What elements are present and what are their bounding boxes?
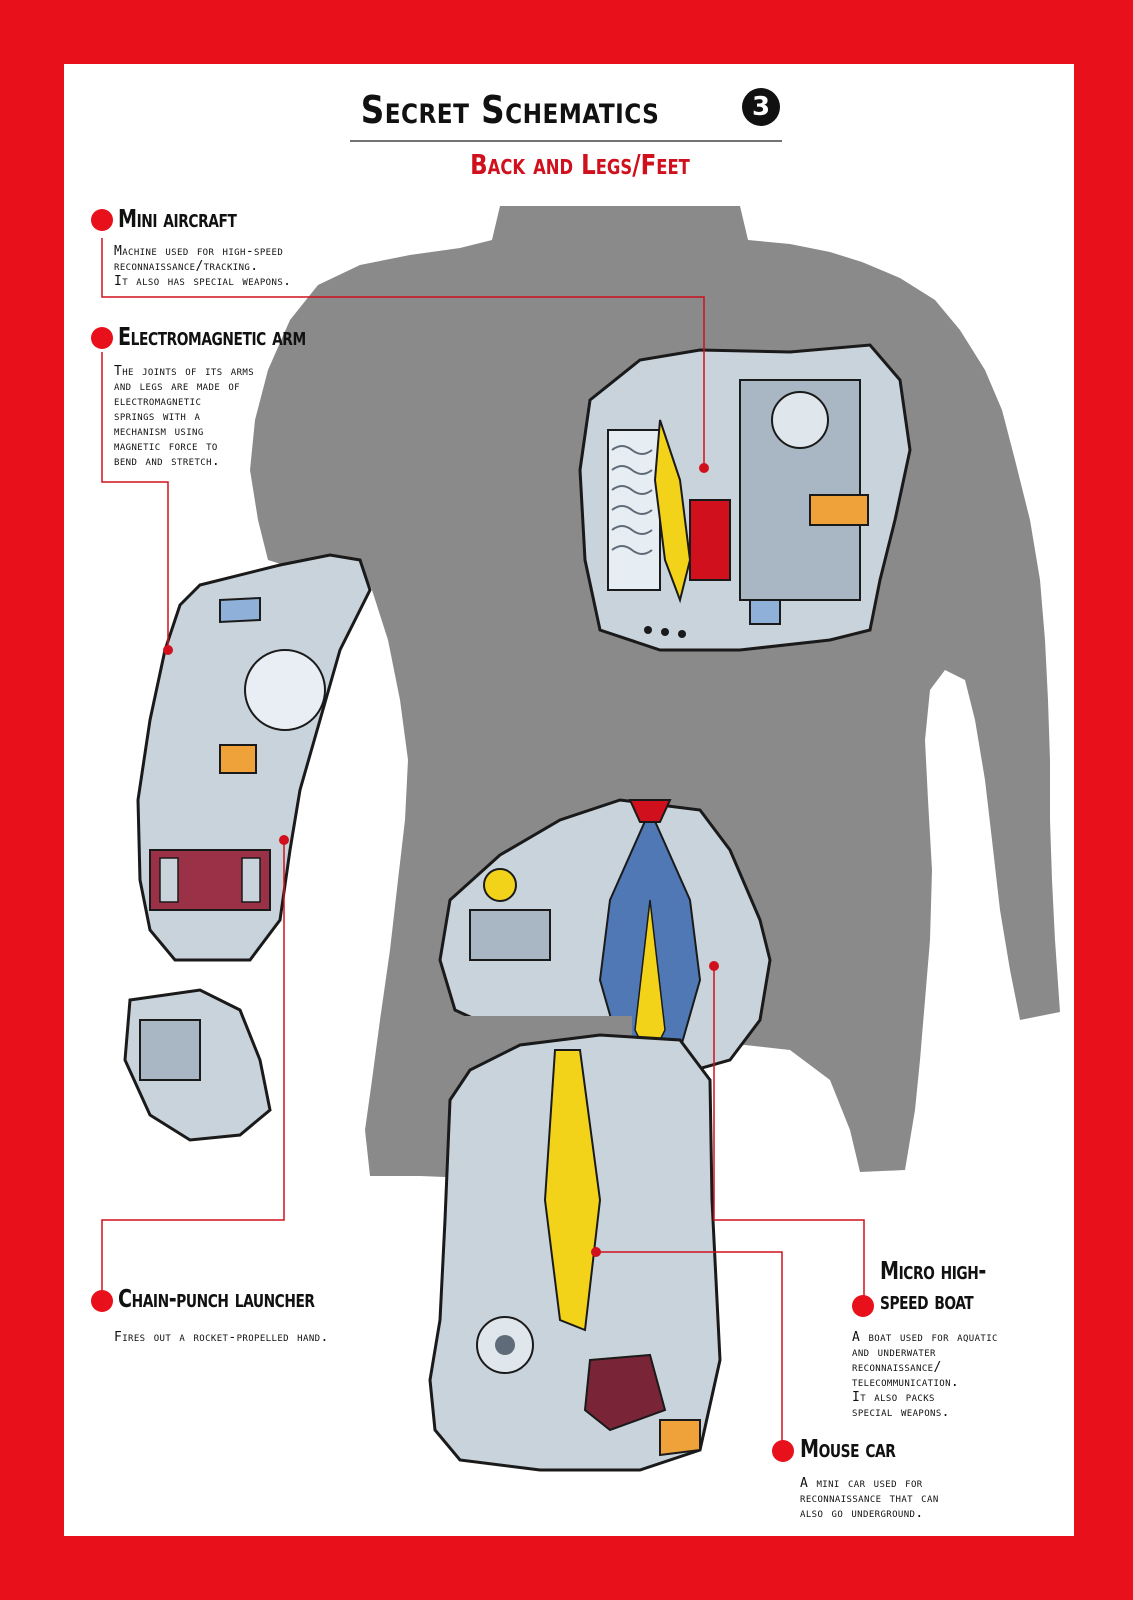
bullet-dot-electromagnetic-arm — [91, 327, 113, 349]
bullet-dot-chain-punch-launcher — [91, 1290, 113, 1312]
leader-endpoints — [163, 463, 719, 1257]
callout-text-micro-boat: A boat used for aquatic and underwater r… — [852, 1330, 998, 1420]
callout-text-chain-punch-launcher: Fires out a rocket-propelled hand. — [114, 1330, 329, 1345]
page-subtitle: Back and Legs/Feet — [470, 148, 690, 181]
callout-label-micro-boat: Micro high- speed boat — [880, 1256, 986, 1315]
back-panel-mechanism — [578, 343, 912, 652]
callout-label-chain-punch-launcher: Chain-punch launcher — [118, 1284, 315, 1313]
page-title: Secret Schematics — [360, 88, 660, 132]
callout-text-mouse-car: A mini car used for reconnaissance that … — [800, 1476, 939, 1521]
mechanical-arm — [123, 553, 372, 1142]
leader-lines — [101, 238, 865, 1450]
callout-label-mouse-car: Mouse car — [800, 1434, 896, 1463]
callout-text-electromagnetic-arm: The joints of its arms and legs are made… — [114, 364, 255, 469]
callout-text-mini-aircraft: Machine used for high-speed reconnaissan… — [114, 244, 292, 289]
page-number-badge: 3 — [742, 88, 780, 126]
foot-mechanism — [428, 1016, 722, 1472]
callout-label-mini-aircraft: Mini aircraft — [118, 204, 237, 233]
bullet-dot-micro-boat — [852, 1295, 874, 1317]
callout-label-electromagnetic-arm: Electromagnetic arm — [118, 322, 306, 351]
bullet-dot-mini-aircraft — [91, 209, 113, 231]
bullet-dot-mouse-car — [772, 1440, 794, 1462]
